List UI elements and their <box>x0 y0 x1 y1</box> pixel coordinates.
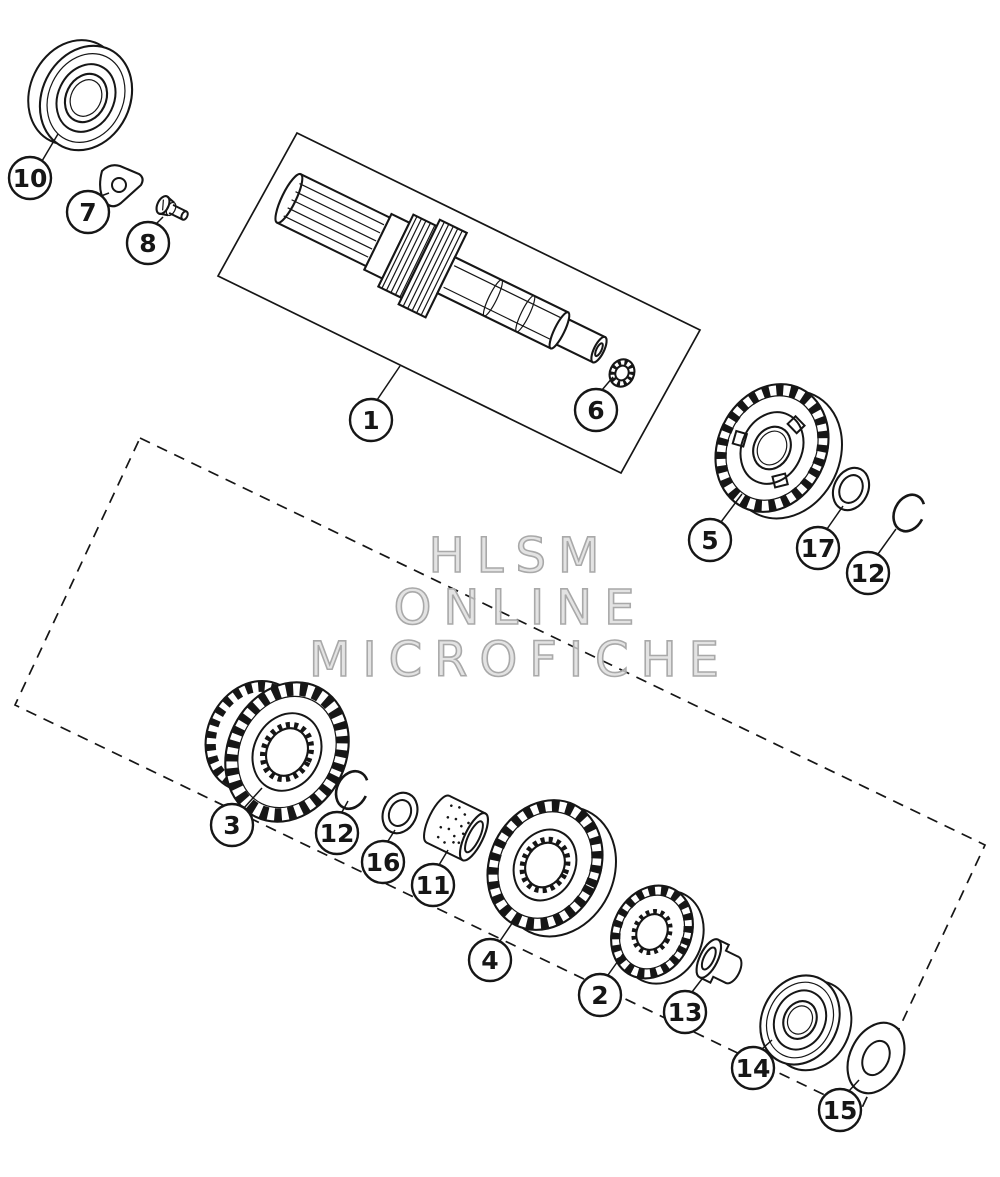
svg-text:10: 10 <box>13 164 48 193</box>
svg-text:7: 7 <box>79 198 96 227</box>
part-circlip-12-lower <box>334 769 370 811</box>
callout-14: 14 <box>730 1039 776 1091</box>
callout-7: 7 <box>65 189 111 235</box>
callout-12-upper: 12 <box>845 528 897 596</box>
svg-text:12: 12 <box>320 819 355 848</box>
svg-text:15: 15 <box>823 1096 858 1125</box>
callout-1: 1 <box>348 365 401 443</box>
callout-11: 11 <box>410 849 456 908</box>
svg-text:8: 8 <box>139 229 156 258</box>
svg-text:MICROFICHE: MICROFICHE <box>309 632 731 688</box>
svg-text:6: 6 <box>587 396 604 425</box>
svg-text:16: 16 <box>366 848 401 877</box>
part-circlip-12-upper <box>892 493 926 533</box>
svg-text:1: 1 <box>362 406 379 435</box>
callout-12-lower: 12 <box>314 800 360 856</box>
part-shim-15 <box>846 1021 906 1095</box>
countershaft-group-box <box>13 436 987 1114</box>
part-gear-2 <box>610 884 705 985</box>
svg-text:2: 2 <box>591 981 608 1010</box>
knurl-dots <box>436 804 470 845</box>
callout-16: 16 <box>360 829 406 885</box>
callout-8: 8 <box>125 216 171 266</box>
part-gear-cluster-3 <box>204 679 350 823</box>
callout-2: 2 <box>577 953 624 1018</box>
svg-text:HLSM: HLSM <box>429 528 612 584</box>
part-bearing-14 <box>759 974 853 1072</box>
part-gear-4 <box>486 799 617 938</box>
callout-15: 15 <box>817 1079 863 1133</box>
callout-5: 5 <box>687 493 743 563</box>
part-spacer-13 <box>695 938 743 985</box>
svg-text:5: 5 <box>701 526 718 555</box>
part-main-shaft-1 <box>274 172 608 364</box>
svg-text:11: 11 <box>416 871 451 900</box>
callout-6: 6 <box>573 376 619 433</box>
svg-text:4: 4 <box>481 946 498 975</box>
part-clip-6 <box>608 358 636 388</box>
part-washer-16 <box>381 791 419 835</box>
svg-text:12: 12 <box>851 559 886 588</box>
callout-17: 17 <box>795 505 844 571</box>
svg-text:13: 13 <box>668 998 703 1027</box>
part-bushing-11 <box>423 794 490 862</box>
callout-10: 10 <box>7 133 59 201</box>
part-gear-5 <box>714 383 843 520</box>
svg-text:14: 14 <box>736 1054 771 1083</box>
part-washer-17 <box>831 466 871 512</box>
svg-text:ONLINE: ONLINE <box>394 580 647 636</box>
part-bearing-10 <box>27 39 134 152</box>
part-screw-8 <box>155 195 189 221</box>
svg-text:3: 3 <box>223 811 240 840</box>
callout-3: 3 <box>209 787 263 848</box>
watermark-text: HLSM ONLINE MICROFICHE <box>308 527 731 689</box>
callout-4: 4 <box>467 915 518 983</box>
callout-13: 13 <box>662 978 708 1035</box>
mainshaft-group-box <box>216 131 702 475</box>
svg-text:17: 17 <box>801 534 836 563</box>
